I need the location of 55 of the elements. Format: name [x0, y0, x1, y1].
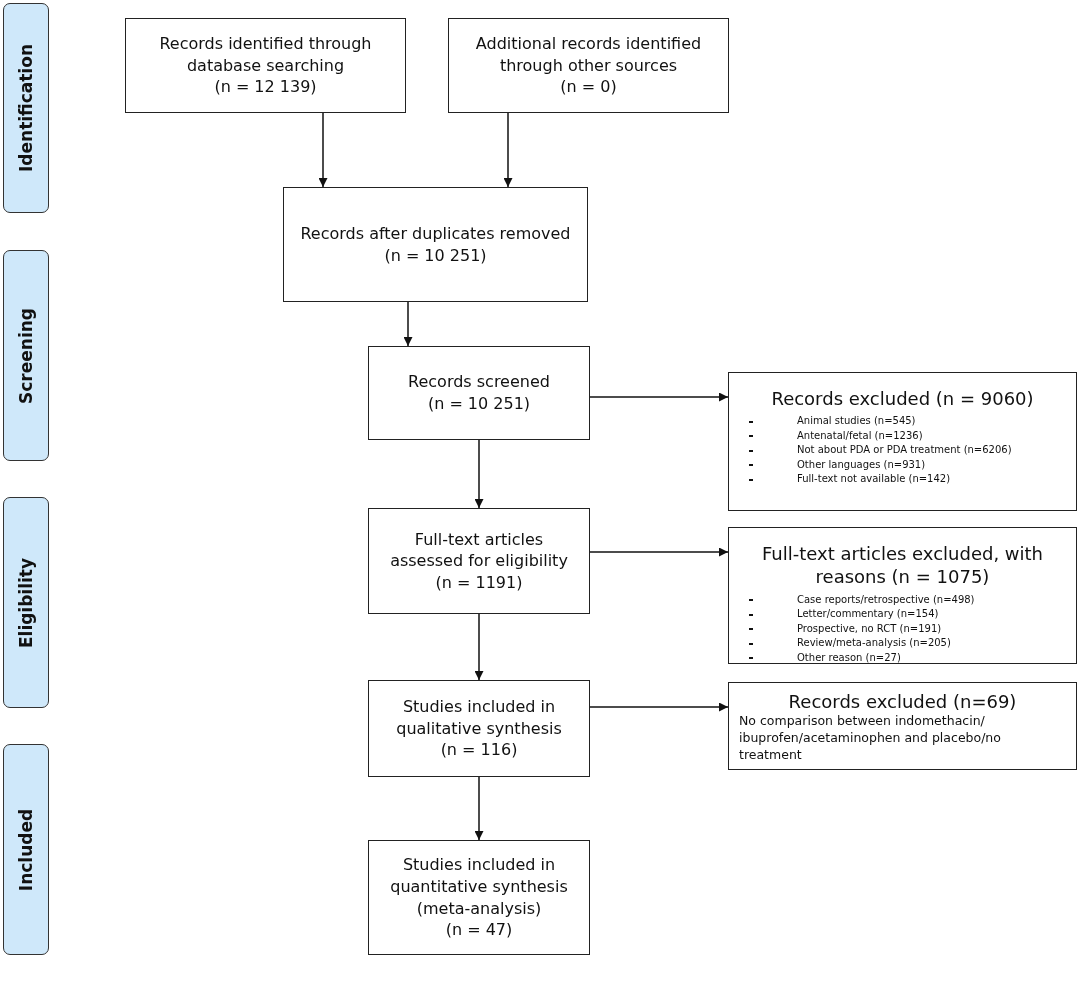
phase-label-band: [3, 744, 49, 955]
arrow: [318, 112, 328, 188]
box-text: (n = 10 251): [427, 393, 531, 415]
list-item: Letter/commentary (n=154): [797, 607, 939, 622]
list-item: Animal studies (n=545): [797, 414, 916, 429]
arrow: [403, 301, 413, 347]
box-text: Records screened: [408, 371, 550, 393]
box-text: (n = 1191): [435, 571, 523, 594]
phase-label-band: [3, 497, 49, 708]
list-item: Full-text not available (n=142): [797, 472, 951, 487]
box-text: Records identified through database searching: [158, 33, 373, 77]
arrow: [589, 392, 729, 402]
process-box: [125, 18, 406, 113]
list-item: Not about PDA or PDA treatment (n=6206): [797, 443, 1012, 458]
box-text: Additional records identified through other sources: [474, 33, 703, 77]
process-box: [368, 840, 590, 955]
process-box: [728, 372, 1077, 511]
list-item: Other reason (n=27): [797, 650, 901, 665]
list-item: Review/meta-analysis (n=205): [797, 636, 951, 651]
phase-label-band: [3, 3, 49, 213]
arrow: [474, 439, 484, 509]
box-text: Full-text articles assessed for eligibility: [389, 528, 569, 572]
box-heading: Records excluded (n = 9060): [771, 387, 1034, 411]
box-text: (n = 116): [440, 739, 518, 761]
box-heading: Records excluded (n=69): [788, 690, 1017, 714]
box-text: (n = 12 139): [214, 76, 317, 98]
box-heading: Full-text articles excluded, with reasons (n = 1075): [760, 542, 1044, 589]
phase-label-band: [3, 250, 49, 461]
phase-label: Identification: [16, 44, 36, 172]
box-text: No comparison between indomethacin/ ibuprofen/acetaminophen and placebo/no treatment: [739, 713, 1002, 764]
list-item: Other languages (n=931): [797, 457, 926, 472]
process-box: [728, 527, 1077, 664]
box-text: Studies included in qualitative synthesis: [395, 696, 563, 740]
box-text: Studies included in quantitative synthesis (meta-analysis): [389, 854, 569, 920]
arrow: [474, 776, 484, 841]
box-text: Records after duplicates removed: [300, 222, 571, 245]
phase-label: Included: [16, 808, 36, 891]
arrow: [503, 112, 513, 188]
process-box: [368, 508, 590, 614]
process-box: [728, 682, 1077, 770]
process-box: [368, 680, 590, 777]
process-box: [283, 187, 588, 302]
process-box: [448, 18, 729, 113]
phase-label: Screening: [16, 307, 36, 404]
arrow: [589, 547, 729, 557]
process-box: [368, 346, 590, 440]
box-text: (n = 0): [560, 76, 617, 98]
arrow: [474, 613, 484, 681]
list-item: Prospective, no RCT (n=191): [797, 621, 942, 636]
phase-label: Eligibility: [16, 557, 36, 648]
box-text: (n = 47): [445, 919, 513, 941]
list-item: Antenatal/fetal (n=1236): [797, 428, 923, 443]
box-text: (n = 10 251): [384, 244, 487, 267]
list-item: Case reports/retrospective (n=498): [797, 592, 975, 607]
arrow: [589, 702, 729, 712]
